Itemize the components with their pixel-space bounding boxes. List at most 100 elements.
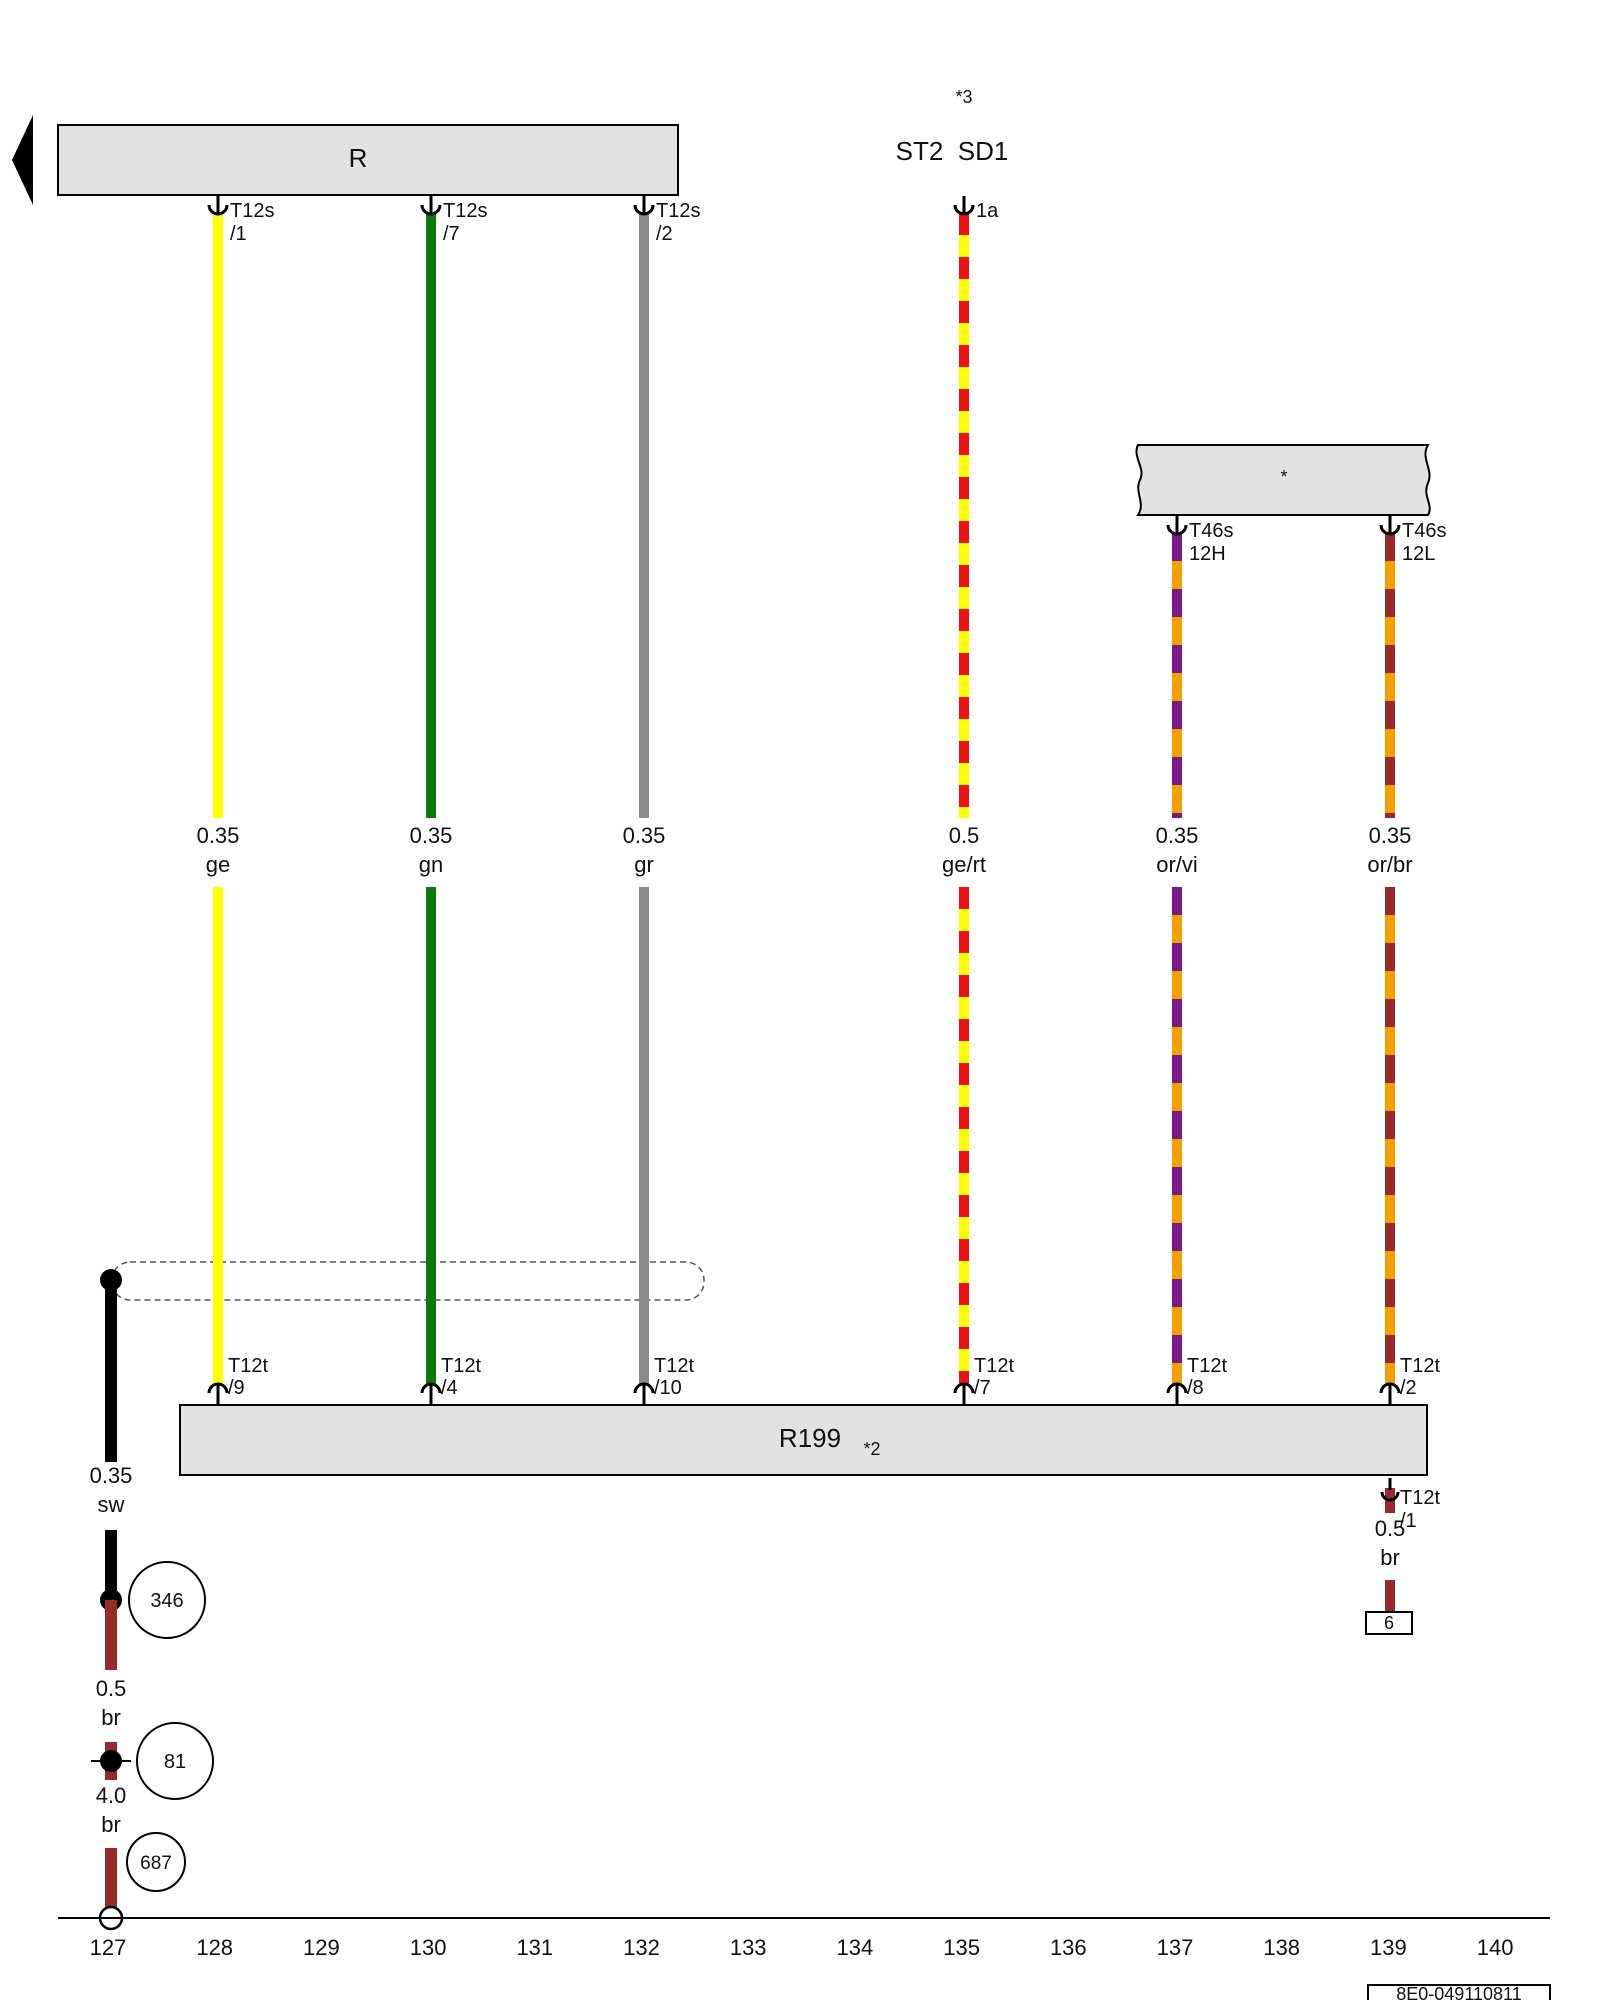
ref-81-label: 81	[164, 1751, 186, 1773]
axis-label-135: 135	[943, 1935, 980, 1960]
top-connector-w135	[953, 196, 975, 216]
bottom-pin-id: T12t	[228, 1355, 268, 1377]
ref-346-label: 346	[150, 1590, 183, 1612]
ref-346-circle[interactable]	[128, 1561, 206, 1639]
wire-stripe	[959, 1195, 969, 1217]
top-pin-id: T46s	[1402, 520, 1446, 542]
wire-stripe	[1385, 1167, 1395, 1195]
r199-pin1-wire-lower	[1385, 1580, 1395, 1612]
wire-color-code: or/vi	[1156, 852, 1198, 877]
wire-stripe	[1385, 1111, 1395, 1139]
wire-stripe	[1385, 589, 1395, 617]
shield-splice-dot	[100, 1269, 122, 1291]
ground-seg1-color: sw	[98, 1492, 125, 1517]
wire-color-code: ge	[206, 852, 230, 877]
wire-color-code: or/br	[1367, 852, 1412, 877]
bottom-pin-id: T12t	[974, 1355, 1014, 1377]
bottom-pin-sub: /7	[974, 1377, 991, 1399]
wire-segment	[1172, 533, 1182, 818]
bottom-connector-w139	[1379, 1382, 1401, 1405]
wire-color-code: gr	[634, 852, 654, 877]
wire-gauge: 0.35	[1369, 823, 1412, 848]
top-connector-w132	[633, 196, 655, 216]
bottom-pin-sub: /2	[1400, 1377, 1417, 1399]
wire-stripe	[1385, 1055, 1395, 1083]
wire-stripe	[959, 697, 969, 719]
wire-stripe	[1385, 645, 1395, 673]
bottom-pin-id: T12t	[1400, 1355, 1440, 1377]
wire-stripe	[959, 1019, 969, 1041]
wire-stripe	[1172, 1111, 1182, 1139]
bottom-pin-sub: /8	[1187, 1377, 1204, 1399]
wire-stripe	[1172, 1279, 1182, 1307]
wire-stripe	[959, 1371, 969, 1385]
wire-stripe	[959, 785, 969, 807]
axis-label-137: 137	[1157, 1935, 1194, 1960]
wire-stripe	[959, 1063, 969, 1085]
wire-color-code: gn	[419, 852, 443, 877]
previous-page-arrow-icon[interactable]	[12, 115, 33, 205]
component-st2-note: *3	[955, 87, 972, 107]
wire-stripe	[959, 1151, 969, 1173]
ground-wire-sw-upper	[105, 1280, 117, 1462]
top-pin-id: 1a	[976, 200, 999, 222]
wire-stripe	[1385, 533, 1395, 561]
wire-stripe	[959, 389, 969, 411]
wire-stripe	[1385, 813, 1395, 818]
top-pin-id: T12s	[230, 200, 274, 222]
wire-gauge: 0.35	[197, 823, 240, 848]
top-connector-w137	[1166, 516, 1188, 536]
ref-687-circle[interactable]	[126, 1832, 186, 1892]
component-r199-note: *2	[863, 1439, 880, 1459]
ground-seg3-gauge: 4.0	[96, 1783, 127, 1808]
ref-81-circle[interactable]	[136, 1722, 214, 1800]
top-connector-w130	[420, 196, 442, 216]
top-pin-sub: 12H	[1189, 543, 1226, 565]
ground-ref-6-label: 6	[1384, 1613, 1394, 1633]
wire-color-code: ge/rt	[942, 852, 986, 877]
wire-stripe	[959, 213, 969, 235]
wire-stripe	[959, 1107, 969, 1129]
ground-ref-6-box[interactable]	[1365, 1611, 1413, 1635]
wire-stripe	[959, 975, 969, 997]
wire-segment	[959, 213, 969, 818]
wire-stripe	[1172, 1335, 1182, 1363]
wires-layer: T12s/10.35geT12t/9T12s/70.35gnT12t/4T12s…	[197, 196, 1446, 1405]
ground-seg2-color: br	[101, 1705, 121, 1730]
wire-segment	[639, 213, 649, 818]
axis-label-131: 131	[516, 1935, 553, 1960]
wire-stripe	[959, 609, 969, 631]
wire-stripe	[1172, 1223, 1182, 1251]
wire-stripe	[1385, 757, 1395, 785]
wire-stripe	[1172, 701, 1182, 729]
top-connector-w139	[1379, 516, 1401, 536]
top-pin-id: T12s	[656, 200, 700, 222]
wire-stripe	[959, 301, 969, 323]
component-star-label: *	[1280, 467, 1287, 487]
shield-outline	[111, 1261, 705, 1301]
wire-stripe	[959, 1327, 969, 1349]
wire-stripe	[1385, 1279, 1395, 1307]
wire-stripe	[959, 433, 969, 455]
wire-stripe	[1385, 999, 1395, 1027]
wire-stripe	[1172, 813, 1182, 818]
bottom-connector-w135	[953, 1382, 975, 1405]
r199-pin1-id: T12t	[1400, 1487, 1440, 1509]
r199-pin1-color: br	[1380, 1545, 1400, 1570]
wire-segment	[426, 213, 436, 818]
wire-stripe	[1385, 1335, 1395, 1363]
wire-stripe	[959, 931, 969, 953]
wire-stripe	[1385, 1223, 1395, 1251]
wire-stripe	[959, 477, 969, 499]
wire-gauge: 0.5	[949, 823, 980, 848]
axis-label-132: 132	[623, 1935, 660, 1960]
top-pin-sub: 12L	[1402, 543, 1435, 565]
axis-label-130: 130	[410, 1935, 447, 1960]
wire-stripe	[959, 345, 969, 367]
top-pin-id: T12s	[443, 200, 487, 222]
